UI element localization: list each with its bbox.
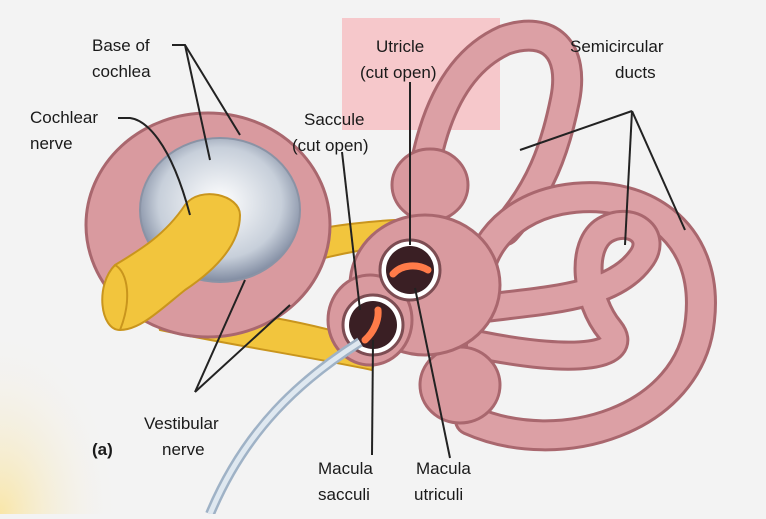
label-macula-utriculi-2: utriculi — [414, 485, 463, 504]
label-macula-sacculi-1: Macula — [318, 459, 373, 478]
corner-glow — [0, 330, 120, 514]
label-saccule-1: Saccule — [304, 110, 364, 129]
label-base-of-cochlea-1: Base of — [92, 36, 150, 55]
label-macula-utriculi-1: Macula — [416, 459, 471, 478]
label-utricle-2: (cut open) — [360, 63, 437, 82]
label-macula-sacculi-2: sacculi — [318, 485, 370, 504]
label-base-of-cochlea-2: cochlea — [92, 62, 151, 81]
label-cochlear-nerve-2: nerve — [30, 134, 73, 153]
label-utricle-1: Utricle — [376, 37, 424, 56]
label-saccule-2: (cut open) — [292, 136, 369, 155]
label-vestibular-nerve-2: nerve — [162, 440, 205, 459]
utricle-opening — [380, 240, 440, 300]
label-semicircular-ducts-1: Semicircular — [570, 37, 664, 56]
label-vestibular-nerve-1: Vestibular — [144, 414, 219, 433]
label-semicircular-ducts-2: ducts — [615, 63, 656, 82]
label-panel: (a) — [92, 440, 113, 459]
label-cochlear-nerve-1: Cochlear — [30, 108, 98, 127]
